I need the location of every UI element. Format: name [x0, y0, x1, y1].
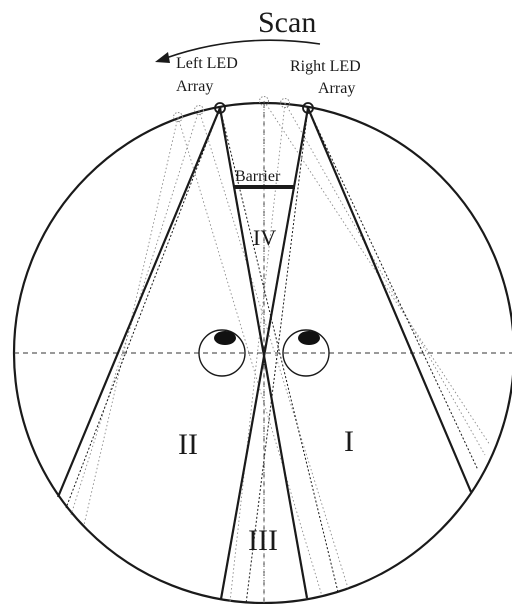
right-eye-icon	[282, 329, 330, 377]
right-led-icon	[302, 102, 314, 114]
region-3-label: III	[248, 524, 278, 557]
left-led-label-line1: Left LED	[176, 55, 238, 72]
right-outer-ray	[306, 107, 473, 493]
led-markers	[173, 96, 314, 122]
region-1-label: I	[344, 425, 354, 458]
main-boundary-rays	[56, 107, 473, 600]
right-inner-ray	[219, 107, 310, 600]
scan-arrow-icon	[155, 39, 321, 63]
region-2-label: II	[178, 428, 198, 461]
left-outer-ray	[56, 107, 222, 498]
scan-label: Scan	[258, 6, 316, 39]
barrier-label: Barrier	[235, 168, 281, 185]
left-led-icon	[214, 102, 226, 114]
right-led-label-line2: Array	[318, 80, 355, 97]
dotted-scan-rays	[65, 107, 479, 604]
left-led-label-line2: Array	[176, 78, 213, 95]
right-led-label-line1: Right LED	[290, 58, 361, 75]
left-eye-icon	[198, 329, 246, 377]
region-4-label: IV	[253, 225, 276, 250]
